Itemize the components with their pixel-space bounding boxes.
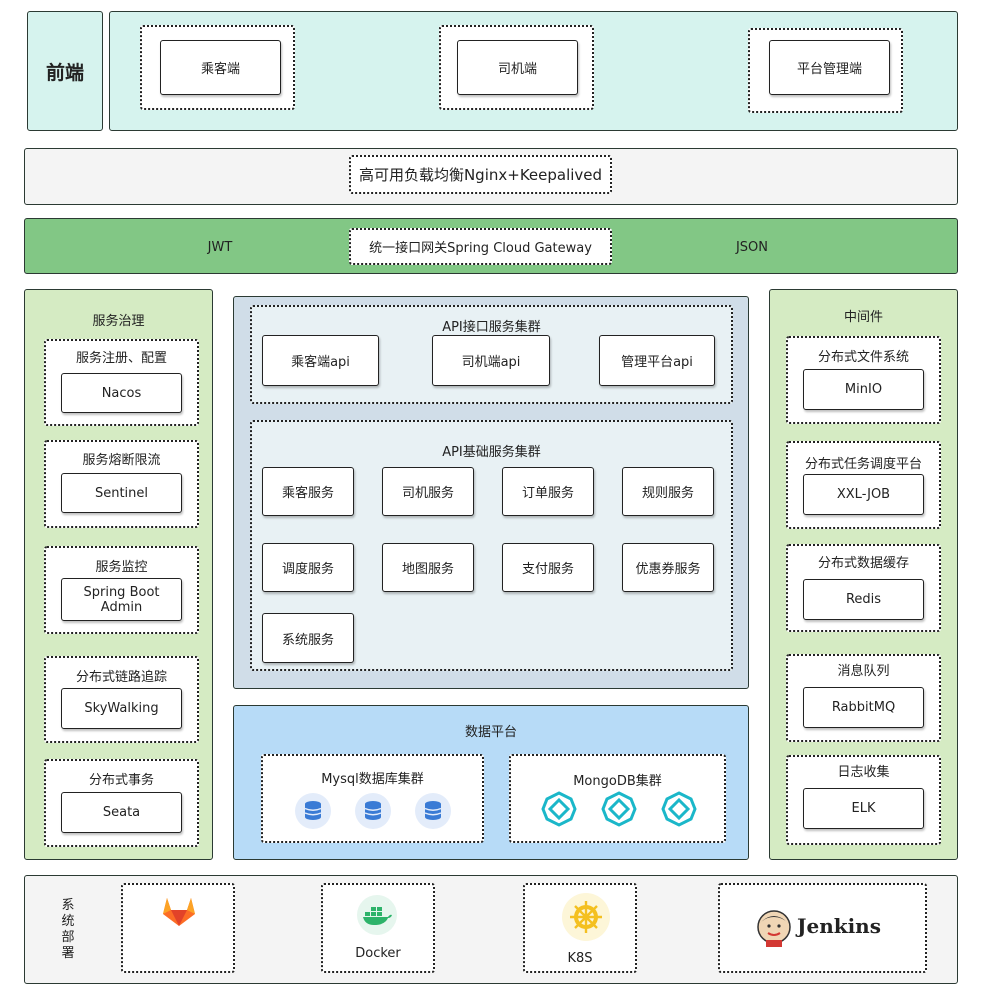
jenkins-label: Jenkins	[797, 914, 881, 938]
mw-group-elk-title: 日志收集	[837, 765, 890, 780]
load-balancer-box[interactable]: 高可用负载均衡Nginx+Keepalived	[349, 155, 612, 194]
governance-title: 服务治理	[92, 314, 145, 329]
map-service-box[interactable]: 地图服务	[382, 543, 474, 592]
mw-group-rabbitmq-title: 消息队列	[837, 664, 890, 679]
system-service-box[interactable]: 系统服务	[262, 613, 354, 663]
gateway-box[interactable]: 统一接口网关Spring Cloud Gateway	[349, 228, 612, 265]
deploy-title-char: 系	[61, 898, 75, 913]
gateway-label: 统一接口网关Spring Cloud Gateway	[369, 241, 592, 256]
k8s-label: K8S	[567, 951, 593, 966]
mongodb-cluster-title: MongoDB集群	[573, 774, 662, 789]
passenger-api-box[interactable]: 乘客端api	[262, 335, 379, 386]
gateway-json-label: JSON	[735, 239, 769, 255]
data-platform-title: 数据平台	[464, 725, 517, 740]
passenger-service-box[interactable]: 乘客服务	[262, 467, 354, 516]
mw-group-redis-title: 分布式数据缓存	[817, 556, 909, 571]
frontend-title: 前端	[45, 61, 84, 84]
load-balancer-label: 高可用负载均衡Nginx+Keepalived	[358, 166, 603, 184]
redis-box[interactable]: Redis	[803, 579, 924, 620]
helm-wheel-icon	[562, 893, 610, 941]
minio-box[interactable]: MinIO	[803, 369, 924, 410]
client-passenger[interactable]: 乘客端	[160, 40, 281, 95]
docker-logo-icon	[357, 895, 397, 935]
elk-box[interactable]: ELK	[803, 788, 924, 829]
deploy-title-char: 部	[61, 930, 75, 945]
rabbitmq-box[interactable]: RabbitMQ	[803, 687, 924, 728]
deploy-title: 系 统 部 署	[58, 898, 78, 962]
mw-group-xxljob-title: 分布式任务调度平台	[804, 457, 922, 472]
gateway-jwt-label: JWT	[207, 239, 233, 255]
skywalking-box[interactable]: SkyWalking	[61, 688, 182, 729]
middleware-title: 中间件	[843, 310, 883, 325]
mw-group-minio-title: 分布式文件系统	[817, 350, 909, 365]
mysql-database-icon	[415, 793, 451, 829]
client-driver[interactable]: 司机端	[457, 40, 578, 95]
jenkins-logo-icon	[757, 910, 791, 947]
deploy-title-char: 署	[61, 946, 75, 961]
mysql-database-icon	[295, 793, 331, 829]
client-admin[interactable]: 平台管理端	[769, 40, 890, 95]
docker-label: Docker	[355, 946, 401, 961]
mongodb-node-icon	[661, 791, 697, 827]
mysql-database-icon	[355, 793, 391, 829]
frontend-label-panel: 前端	[27, 11, 103, 131]
jenkins-card[interactable]	[718, 883, 927, 973]
admin-api-box[interactable]: 管理平台api	[599, 335, 715, 386]
gov-group-admin-title: 服务监控	[95, 560, 148, 575]
nacos-box[interactable]: Nacos	[61, 373, 182, 413]
xxl-job-box[interactable]: XXL-JOB	[803, 474, 924, 515]
api-cluster-title: API接口服务集群	[442, 320, 541, 335]
gov-group-sentinel-title: 服务熔断限流	[82, 453, 161, 468]
driver-service-box[interactable]: 司机服务	[382, 467, 474, 516]
mysql-cluster-title: Mysql数据库集群	[321, 772, 424, 787]
driver-api-box[interactable]: 司机端api	[432, 335, 550, 386]
base-cluster-title: API基础服务集群	[442, 445, 541, 460]
mongodb-node-icon	[541, 791, 577, 827]
coupon-service-box[interactable]: 优惠券服务	[622, 543, 714, 592]
gov-group-skywalking-title: 分布式链路追踪	[75, 670, 167, 685]
spring-boot-admin-box[interactable]: Spring Boot Admin	[61, 578, 182, 621]
deploy-title-char: 统	[61, 914, 75, 929]
gov-group-nacos-title: 服务注册、配置	[75, 351, 167, 366]
rule-service-box[interactable]: 规则服务	[622, 467, 714, 516]
payment-service-box[interactable]: 支付服务	[502, 543, 594, 592]
sentinel-box[interactable]: Sentinel	[61, 473, 182, 513]
order-service-box[interactable]: 订单服务	[502, 467, 594, 516]
gitlab-logo-icon	[163, 898, 195, 926]
mongodb-node-icon	[601, 791, 637, 827]
seata-box[interactable]: Seata	[61, 792, 182, 833]
spring-boot-admin-label: Spring Boot Admin	[83, 584, 160, 615]
dispatch-service-box[interactable]: 调度服务	[262, 543, 354, 592]
gov-group-seata-title: 分布式事务	[88, 773, 154, 788]
gitlab-card[interactable]	[121, 883, 235, 973]
